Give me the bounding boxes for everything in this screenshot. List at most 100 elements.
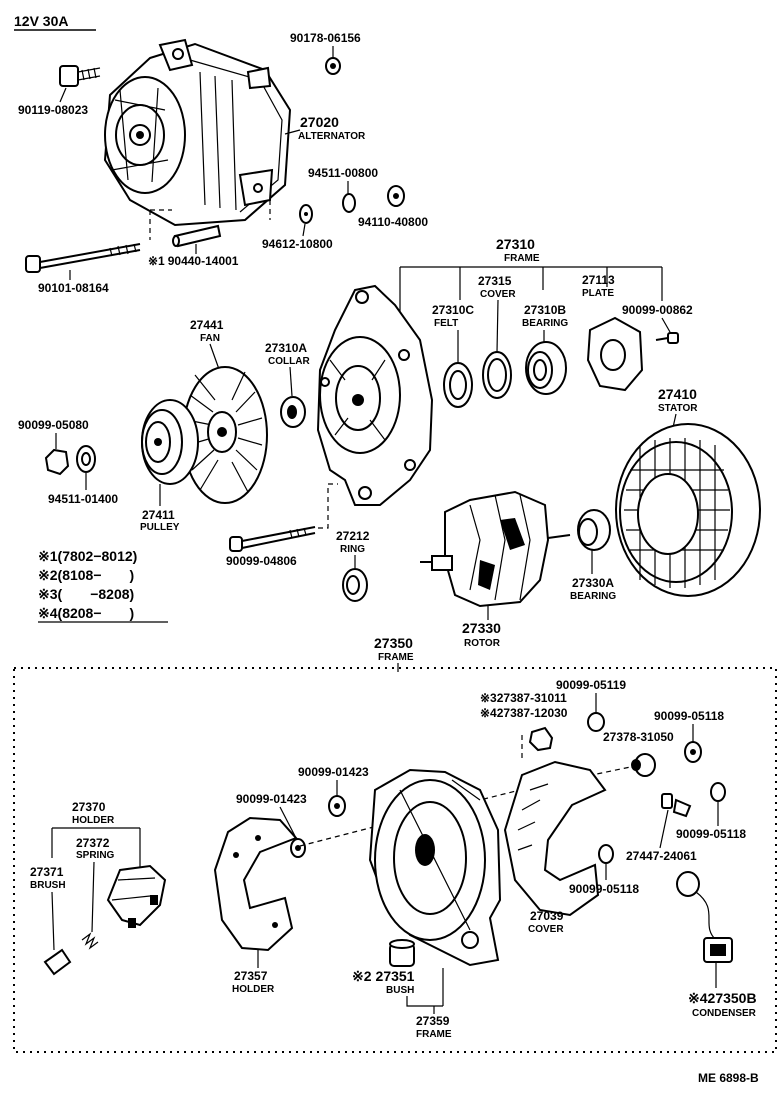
label-27359-frame: FRAME <box>416 1029 452 1040</box>
label-27330A-bearing: BEARING <box>570 591 616 602</box>
felt-27310C <box>443 362 473 408</box>
label-27370-holder: HOLDER <box>72 815 115 826</box>
bush-27351 <box>389 939 415 967</box>
label-27350B: ※427350B <box>688 990 757 1006</box>
label-alternator: ALTERNATOR <box>298 131 366 142</box>
collar-27310A <box>280 396 306 428</box>
label-27310A-collar: COLLAR <box>268 356 310 367</box>
label-27411-pulley: PULLEY <box>140 522 180 533</box>
label-27372-spring: SPRING <box>76 850 115 861</box>
mark-27350B: ※4 <box>688 990 708 1006</box>
nut-90178-06156 <box>325 57 341 75</box>
label-27310C-felt: FELT <box>434 318 458 329</box>
nut-90099-05118-c <box>598 844 614 864</box>
brush-27371 <box>43 948 72 976</box>
label-90099-05118-b: 90099-05118 <box>676 827 746 841</box>
note-1-text: (7802−8012) <box>58 548 138 564</box>
nut-90099-05119 <box>587 712 605 732</box>
mark-27387-12030: ※4 <box>480 706 497 720</box>
note-4-text: (8208− ) <box>58 605 135 621</box>
label-27310: 27310 <box>496 236 535 252</box>
drive-end-frame <box>316 284 434 506</box>
label-27378-31050: 27378-31050 <box>603 730 674 744</box>
holder-27357 <box>213 816 298 952</box>
nut-90099-05118-b <box>710 782 726 802</box>
label-90099-00862: 90099-00862 <box>622 303 693 317</box>
note-3-text: ( −8208) <box>58 586 135 602</box>
label-27387-31011: ※327387-31011 <box>480 691 567 705</box>
label-27330A: 27330A <box>572 576 614 590</box>
label-27371: 27371 <box>30 865 64 879</box>
alternator-drawing <box>103 38 292 227</box>
label-90099-01423-b: 90099-01423 <box>236 792 307 806</box>
label-27315-cover: COVER <box>480 289 516 300</box>
stator-27410 <box>615 423 761 597</box>
insulator-27378-31050 <box>631 753 656 777</box>
label-90101-08164: 90101-08164 <box>38 281 109 295</box>
label-27310B: 27310B <box>524 303 566 317</box>
label-90099-05119: 90099-05119 <box>556 678 626 692</box>
washer-94511-01400 <box>76 445 96 473</box>
nut-90099-05118-a <box>684 741 702 763</box>
label-90178-06156: 90178-06156 <box>290 31 361 45</box>
rear-frame-27359 <box>368 768 502 967</box>
label-27113: 27113 <box>582 273 615 287</box>
code-27387-12030: 27387-12030 <box>497 706 568 720</box>
label-94110-40800: 94110-40800 <box>358 215 428 229</box>
washer-94612-10800 <box>299 204 313 224</box>
label-27330-rotor: ROTOR <box>464 638 501 649</box>
mark-27351: ※2 <box>352 968 372 984</box>
label-27411: 27411 <box>142 508 175 522</box>
label-27310-frame: FRAME <box>504 253 540 264</box>
screw-90099-00862 <box>655 332 679 344</box>
label-27441: 27441 <box>190 318 224 332</box>
plate-27113 <box>586 316 644 392</box>
label-27315: 27315 <box>478 274 512 288</box>
note-2: ※2(8108− ) <box>38 567 134 583</box>
code-27387-31011: 27387-31011 <box>497 691 567 705</box>
bolt-90099-04806 <box>229 526 316 552</box>
label-27212: 27212 <box>336 529 370 543</box>
nut-90099-05080 <box>44 448 70 476</box>
bolt-90119-08023 <box>59 65 101 87</box>
rotor-27330 <box>420 490 571 608</box>
nut-94511-00800 <box>342 193 356 213</box>
frame-group-box <box>13 667 777 1053</box>
note-3: ※3( −8208) <box>38 586 134 602</box>
note-4: ※4(8208− ) <box>38 605 134 621</box>
label-27310C: 27310C <box>432 303 474 317</box>
pulley-27411 <box>141 399 199 485</box>
notes-block: ※1(7802−8012) ※2(8108− ) ※3( −8208) ※4(8… <box>38 548 168 623</box>
label-27310A: 27310A <box>265 341 307 355</box>
note-3-mark: ※3 <box>38 586 58 602</box>
label-27372: 27372 <box>76 836 110 850</box>
terminal-27387 <box>528 726 554 752</box>
mark-90440-14001: ※1 <box>148 254 165 268</box>
label-27350B-condenser: CONDENSER <box>692 1008 757 1019</box>
label-27212-ring: RING <box>340 544 365 555</box>
label-94511-01400: 94511-01400 <box>48 492 118 506</box>
label-27410-stator: STATOR <box>658 403 698 414</box>
sleeve-90440-14001 <box>172 224 222 248</box>
label-27359: 27359 <box>416 1014 450 1028</box>
label-94612-10800: 94612-10800 <box>262 237 333 251</box>
label-27113-plate: PLATE <box>582 288 614 299</box>
diagram-title: 12V 30A <box>14 13 68 29</box>
label-90099-05118-a: 90099-05118 <box>654 709 724 723</box>
label-27410: 27410 <box>658 386 697 402</box>
label-90099-05118-c: 90099-05118 <box>569 882 639 896</box>
label-94511-00800: 94511-00800 <box>308 166 378 180</box>
label-27350: 27350 <box>374 635 413 651</box>
label-27371-brush: BRUSH <box>30 880 66 891</box>
cover-27039 <box>503 760 607 917</box>
nut-94110-40800 <box>387 185 405 207</box>
ring-27212 <box>342 568 368 602</box>
label-27357-holder: HOLDER <box>232 984 275 995</box>
code-90440-14001: 90440-14001 <box>168 254 239 268</box>
note-4-mark: ※4 <box>38 605 58 621</box>
brush-holder-27370 <box>106 864 167 928</box>
label-27310B-bearing: BEARING <box>522 318 568 329</box>
